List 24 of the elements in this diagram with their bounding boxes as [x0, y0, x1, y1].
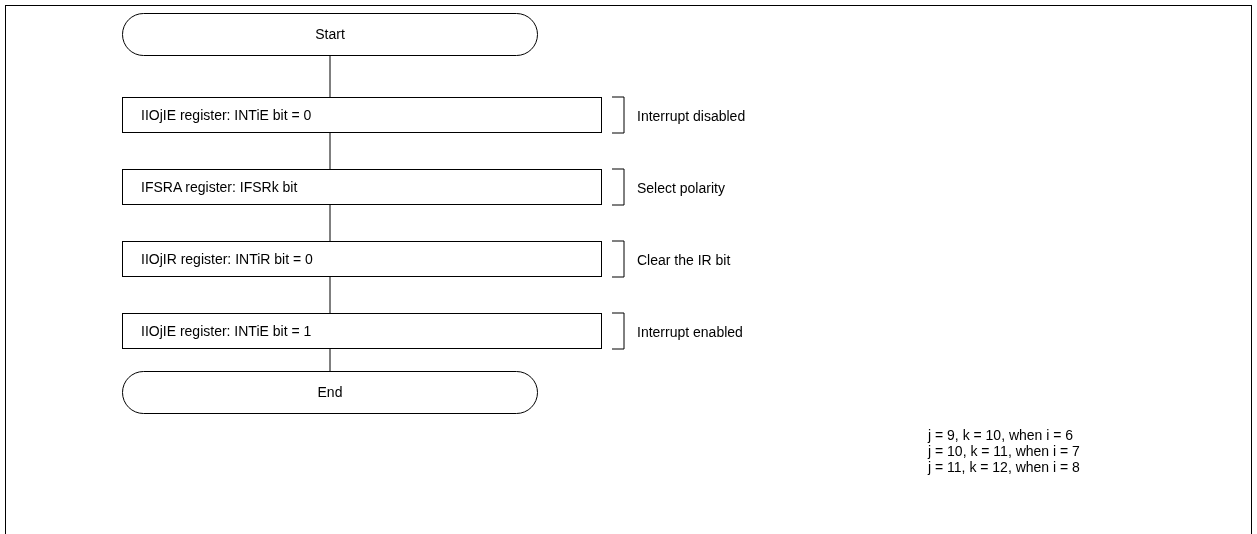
- process-box: [122, 97, 602, 133]
- note-text: j = 10, k = 11, when i = 7: [928, 443, 1080, 459]
- connector-line: [329, 276, 331, 314]
- step-note: Clear the IR bit: [637, 251, 731, 270]
- node-text: IFSRA register: IFSRk bit: [141, 177, 298, 197]
- terminal-box: [122, 371, 538, 414]
- node-text: End: [317, 383, 343, 402]
- note-text: j = 11, k = 12, when i = 8: [928, 459, 1080, 475]
- node-text: IIOjIE register: INTiE bit = 1: [141, 321, 312, 341]
- connector-line: [329, 348, 331, 372]
- process-box: [122, 169, 602, 205]
- node-text: Start: [315, 25, 345, 44]
- terminal-box: [122, 13, 538, 56]
- node-text: IIOjIR register: INTiR bit = 0: [141, 249, 313, 269]
- step-note: Interrupt enabled: [637, 323, 743, 342]
- process-box: [122, 241, 602, 277]
- connector-line: [329, 55, 331, 98]
- node-text: IIOjIE register: INTiE bit = 0: [141, 105, 312, 125]
- connector-line: [329, 204, 331, 242]
- step-note: Select polarity: [637, 179, 725, 198]
- process-box: [122, 313, 602, 349]
- connector-line: [329, 132, 331, 170]
- note-text: j = 9, k = 10, when i = 6: [928, 427, 1075, 443]
- step-note: Interrupt disabled: [637, 107, 746, 126]
